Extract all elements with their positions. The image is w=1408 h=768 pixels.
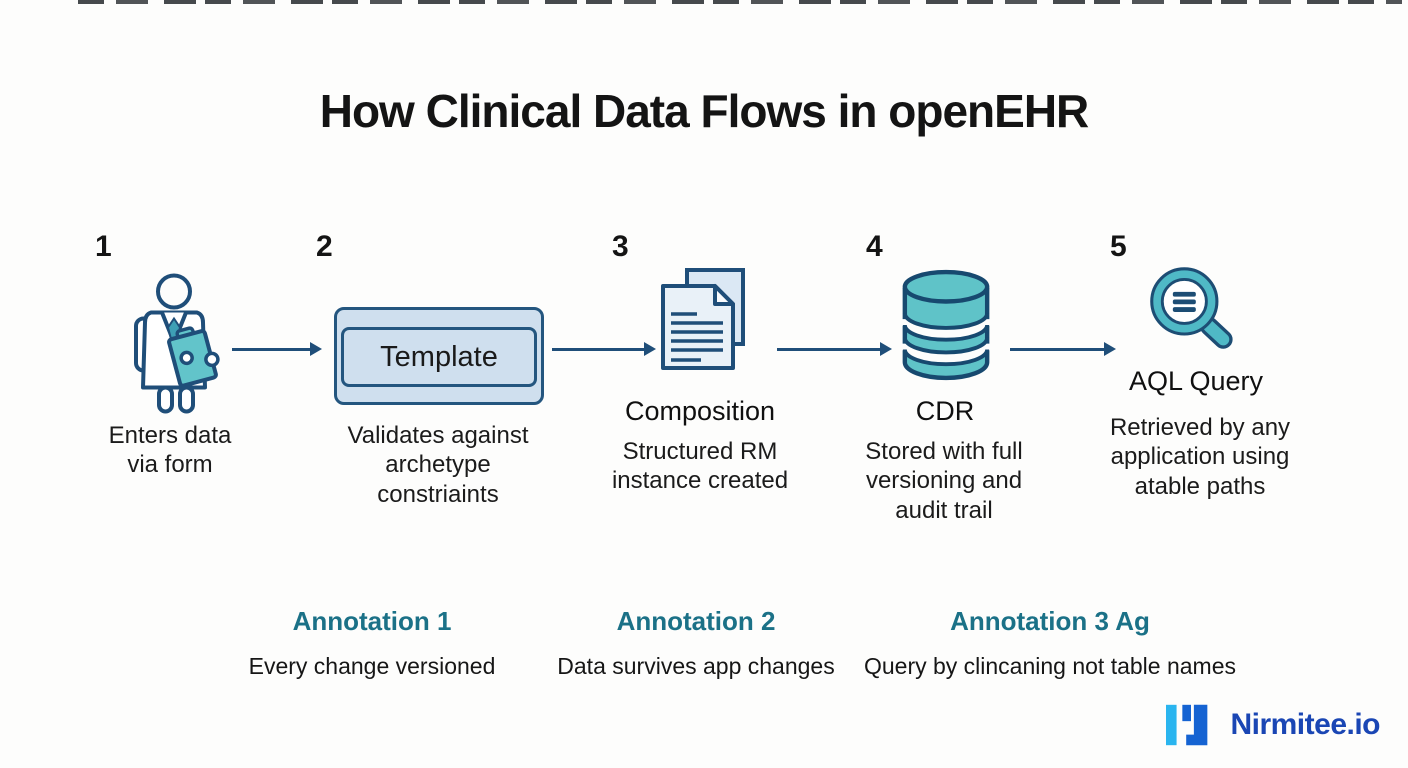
annotation-3: Annotation 3 Ag Query by clincaning not … [855,606,1245,680]
step-1-number: 1 [95,230,112,263]
template-box: Template [334,307,544,405]
annotation-1: Annotation 1 Every change versioned [222,606,522,680]
annotation-1-title: Annotation 1 [292,606,452,636]
arrow-1-icon [232,342,322,356]
annotation-2: Annotation 2 Data survives app changes [546,606,846,680]
step-4-description: Stored with full versioning and audit tr… [865,438,1023,524]
magnifier-icon [1146,264,1238,358]
step-3-number: 3 [612,230,629,263]
nirmitee-logo-icon [1166,704,1208,746]
step-5-label: AQL Query [1128,366,1264,396]
template-box-label: Template [341,327,537,387]
clinician-clipboard-icon [124,270,224,415]
database-icon [897,266,995,386]
documents-icon [653,265,749,373]
step-4-label: CDR [915,396,975,426]
step-2-description: Validates against archetype constriaints [347,422,529,508]
page-title: How Clinical Data Flows in openEHR [319,85,1090,137]
brand-footer: Nirmitee.io [1164,700,1380,750]
annotation-2-text: Data survives app changes [557,653,835,679]
step-3-label: Composition [624,396,776,426]
step-3-description: Structured RM instance created [611,438,789,495]
step-1-description: Enters data via form [108,422,232,479]
arrow-4-icon [1010,342,1116,356]
annotation-2-title: Annotation 2 [616,606,776,636]
arrow-2-icon [552,342,656,356]
step-4-number: 4 [866,230,883,263]
annotation-1-text: Every change versioned [248,653,496,679]
arrow-3-icon [777,342,892,356]
step-5-description: Retrieved by any application using atabl… [1109,414,1291,500]
annotation-3-title: Annotation 3 Ag [950,606,1150,636]
annotation-3-text: Query by clincaning not table names [863,653,1237,679]
cropped-text-strip [78,0,1402,4]
step-2-number: 2 [316,230,333,263]
step-5-number: 5 [1110,230,1127,263]
brand-name: Nirmitee.io [1230,708,1380,741]
